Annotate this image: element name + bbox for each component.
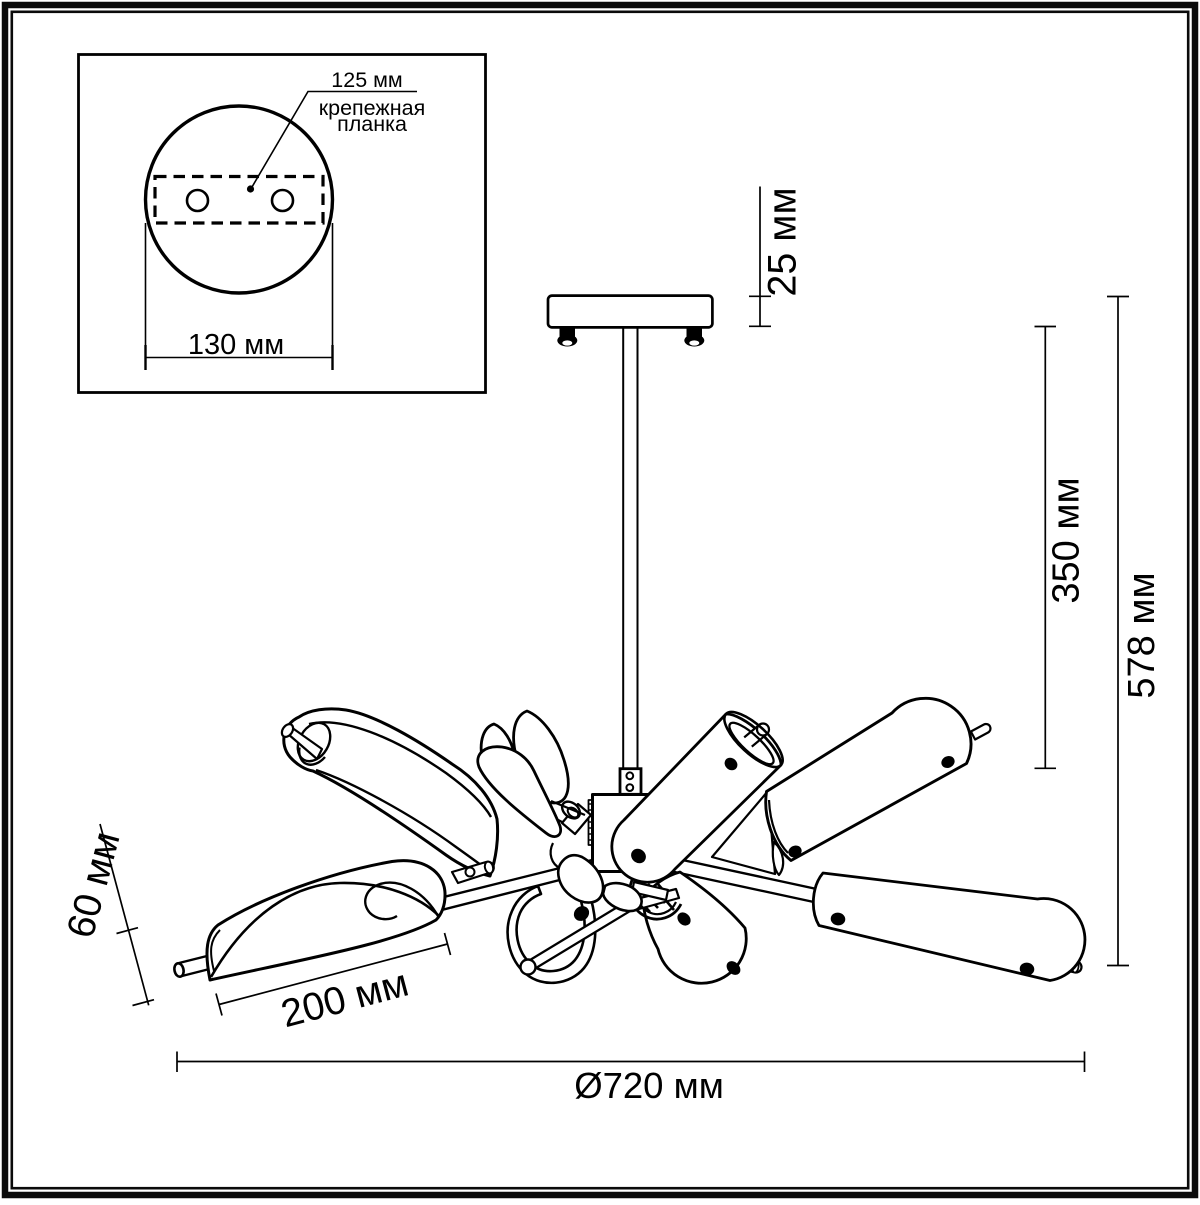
svg-text:планка: планка: [337, 112, 407, 136]
svg-text:578 мм: 578 мм: [1121, 572, 1163, 698]
svg-text:Ø720 мм: Ø720 мм: [574, 1065, 724, 1106]
svg-text:125 мм: 125 мм: [331, 68, 402, 92]
svg-text:130 мм: 130 мм: [188, 329, 284, 361]
svg-text:25 мм: 25 мм: [761, 187, 805, 296]
svg-text:350 мм: 350 мм: [1046, 477, 1088, 603]
svg-text:крепежная: крепежная: [319, 96, 426, 120]
